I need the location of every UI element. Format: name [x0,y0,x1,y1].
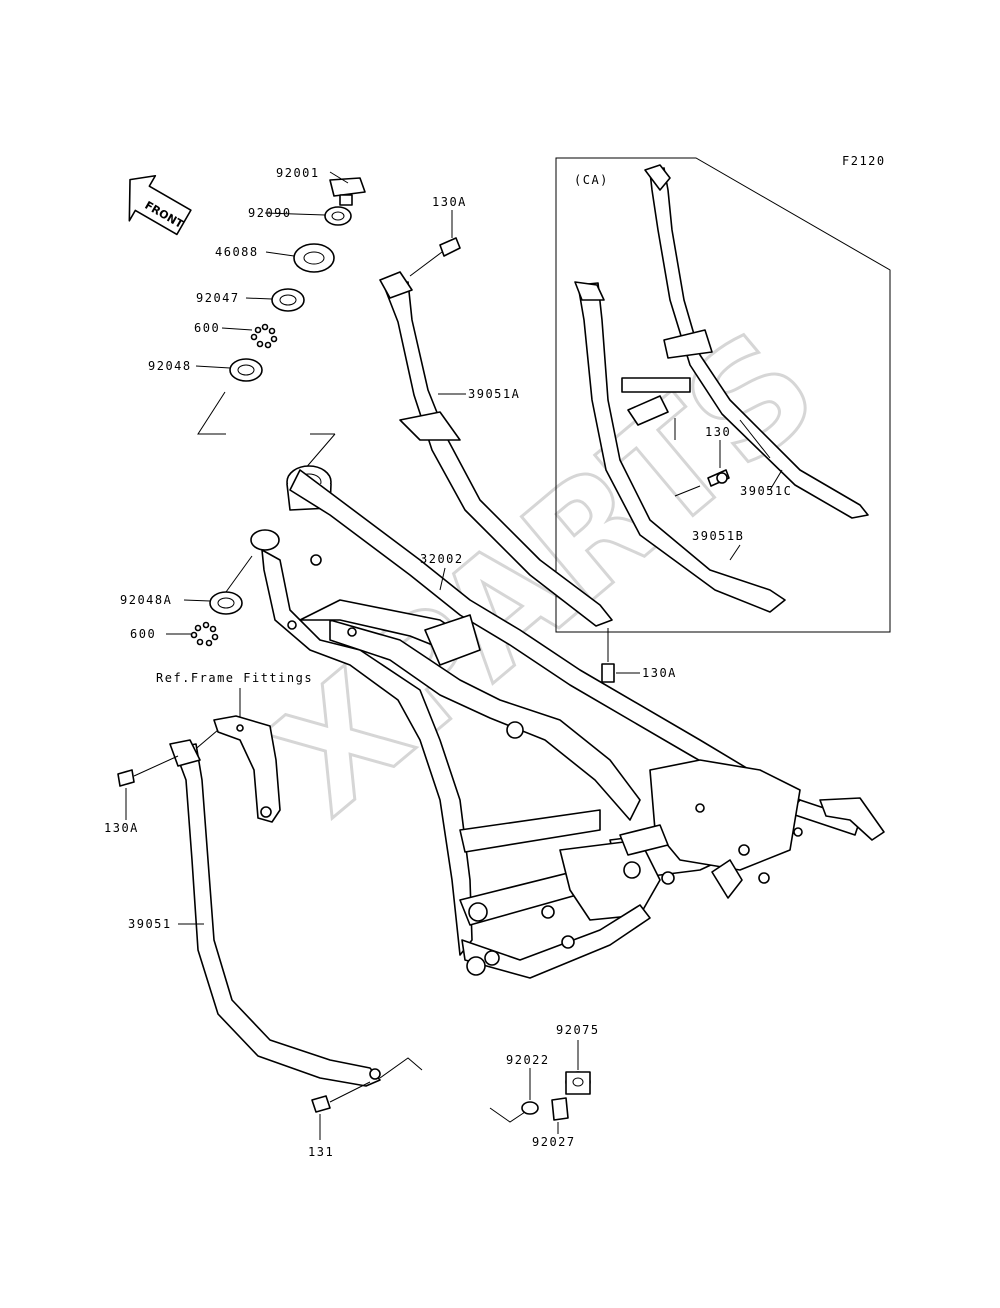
figure-code: F2120 [842,154,886,168]
label-46088: 46088 [215,245,259,259]
label-92048A: 92048A [120,593,172,607]
lower-bearing-parts: 92048A 600 [120,555,253,647]
label-39051A: 39051A [468,387,520,401]
label-92090: 92090 [248,206,292,220]
label-130: 130 [705,425,731,439]
label-92048: 92048 [148,359,192,373]
ref-note: Ref.Frame Fittings [156,671,313,685]
label-32002: 32002 [420,552,464,566]
label-92027: 92027 [532,1135,576,1149]
label-39051C: 39051C [740,484,792,498]
label-39051: 39051 [128,917,172,931]
ball-bearing-icon [250,323,278,349]
label-92022: 92022 [506,1053,550,1067]
steering-head-parts [197,177,366,471]
label-92001: 92001 [276,166,320,180]
tube-39051A: 130A 39051A 130A [379,195,677,683]
ball-bearing-icon [190,621,219,647]
label-92075: 92075 [556,1023,600,1037]
left-frame-tube: Ref.Frame Fittings 130A 39051 131 [104,671,423,1159]
label-92047: 92047 [196,291,240,305]
main-frame-32002: 32002 [250,465,885,979]
label-130A-mid: 130A [642,666,677,680]
label-130A-top: 130A [432,195,467,209]
bushing-parts: 92075 92022 92027 [489,1023,600,1149]
label-131: 131 [308,1145,334,1159]
ca-inset: (CA) 130 39051C 39051B [555,157,891,633]
label-130A-left: 130A [104,821,139,835]
stem-leaders [195,171,349,369]
label-39051B: 39051B [692,529,744,543]
label-600-lower: 600 [130,627,156,641]
inset-label: (CA) [574,173,609,187]
front-arrow-icon: FRONT [128,174,192,236]
label-600-upper: 600 [194,321,220,335]
